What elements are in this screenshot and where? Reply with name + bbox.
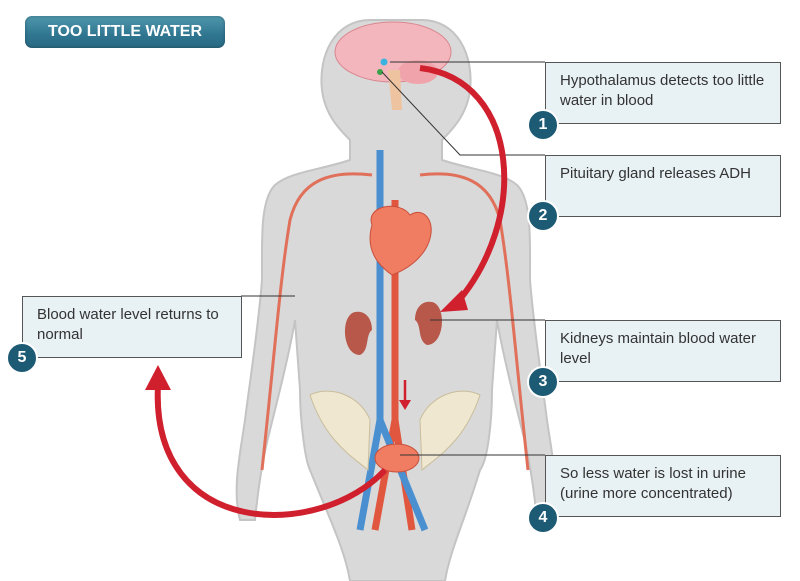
title-badge: TOO LITTLE WATER [25,16,225,48]
step-3-box: Kidneys maintain blood water level [545,320,781,382]
feedback-arrow-return [154,384,388,518]
brain-stem [388,70,402,110]
step-1-number: 1 [527,109,559,141]
step-4-box: So less water is lost in urine (urine mo… [545,455,781,517]
kidney-left [344,311,372,355]
pituitary-gland [377,69,383,75]
kidney-right [415,301,443,345]
feedback-arrow-down [419,65,508,307]
pelvis [309,390,481,472]
arm-arteries [260,172,530,471]
cerebellum [398,60,438,84]
step-2-box: Pituitary gland releases ADH [545,155,781,217]
heart [369,205,432,276]
leader-lines [241,61,545,456]
step-1-box: Hypothalamus detects too little water in… [545,62,781,124]
step-5-number: 5 [6,342,38,374]
step-2-number: 2 [527,200,559,232]
step-5-box: Blood water level returns to normal [22,296,242,358]
bladder [374,443,420,473]
step-3-number: 3 [527,366,559,398]
hypothalamus [380,58,388,66]
step-4-number: 4 [527,502,559,534]
